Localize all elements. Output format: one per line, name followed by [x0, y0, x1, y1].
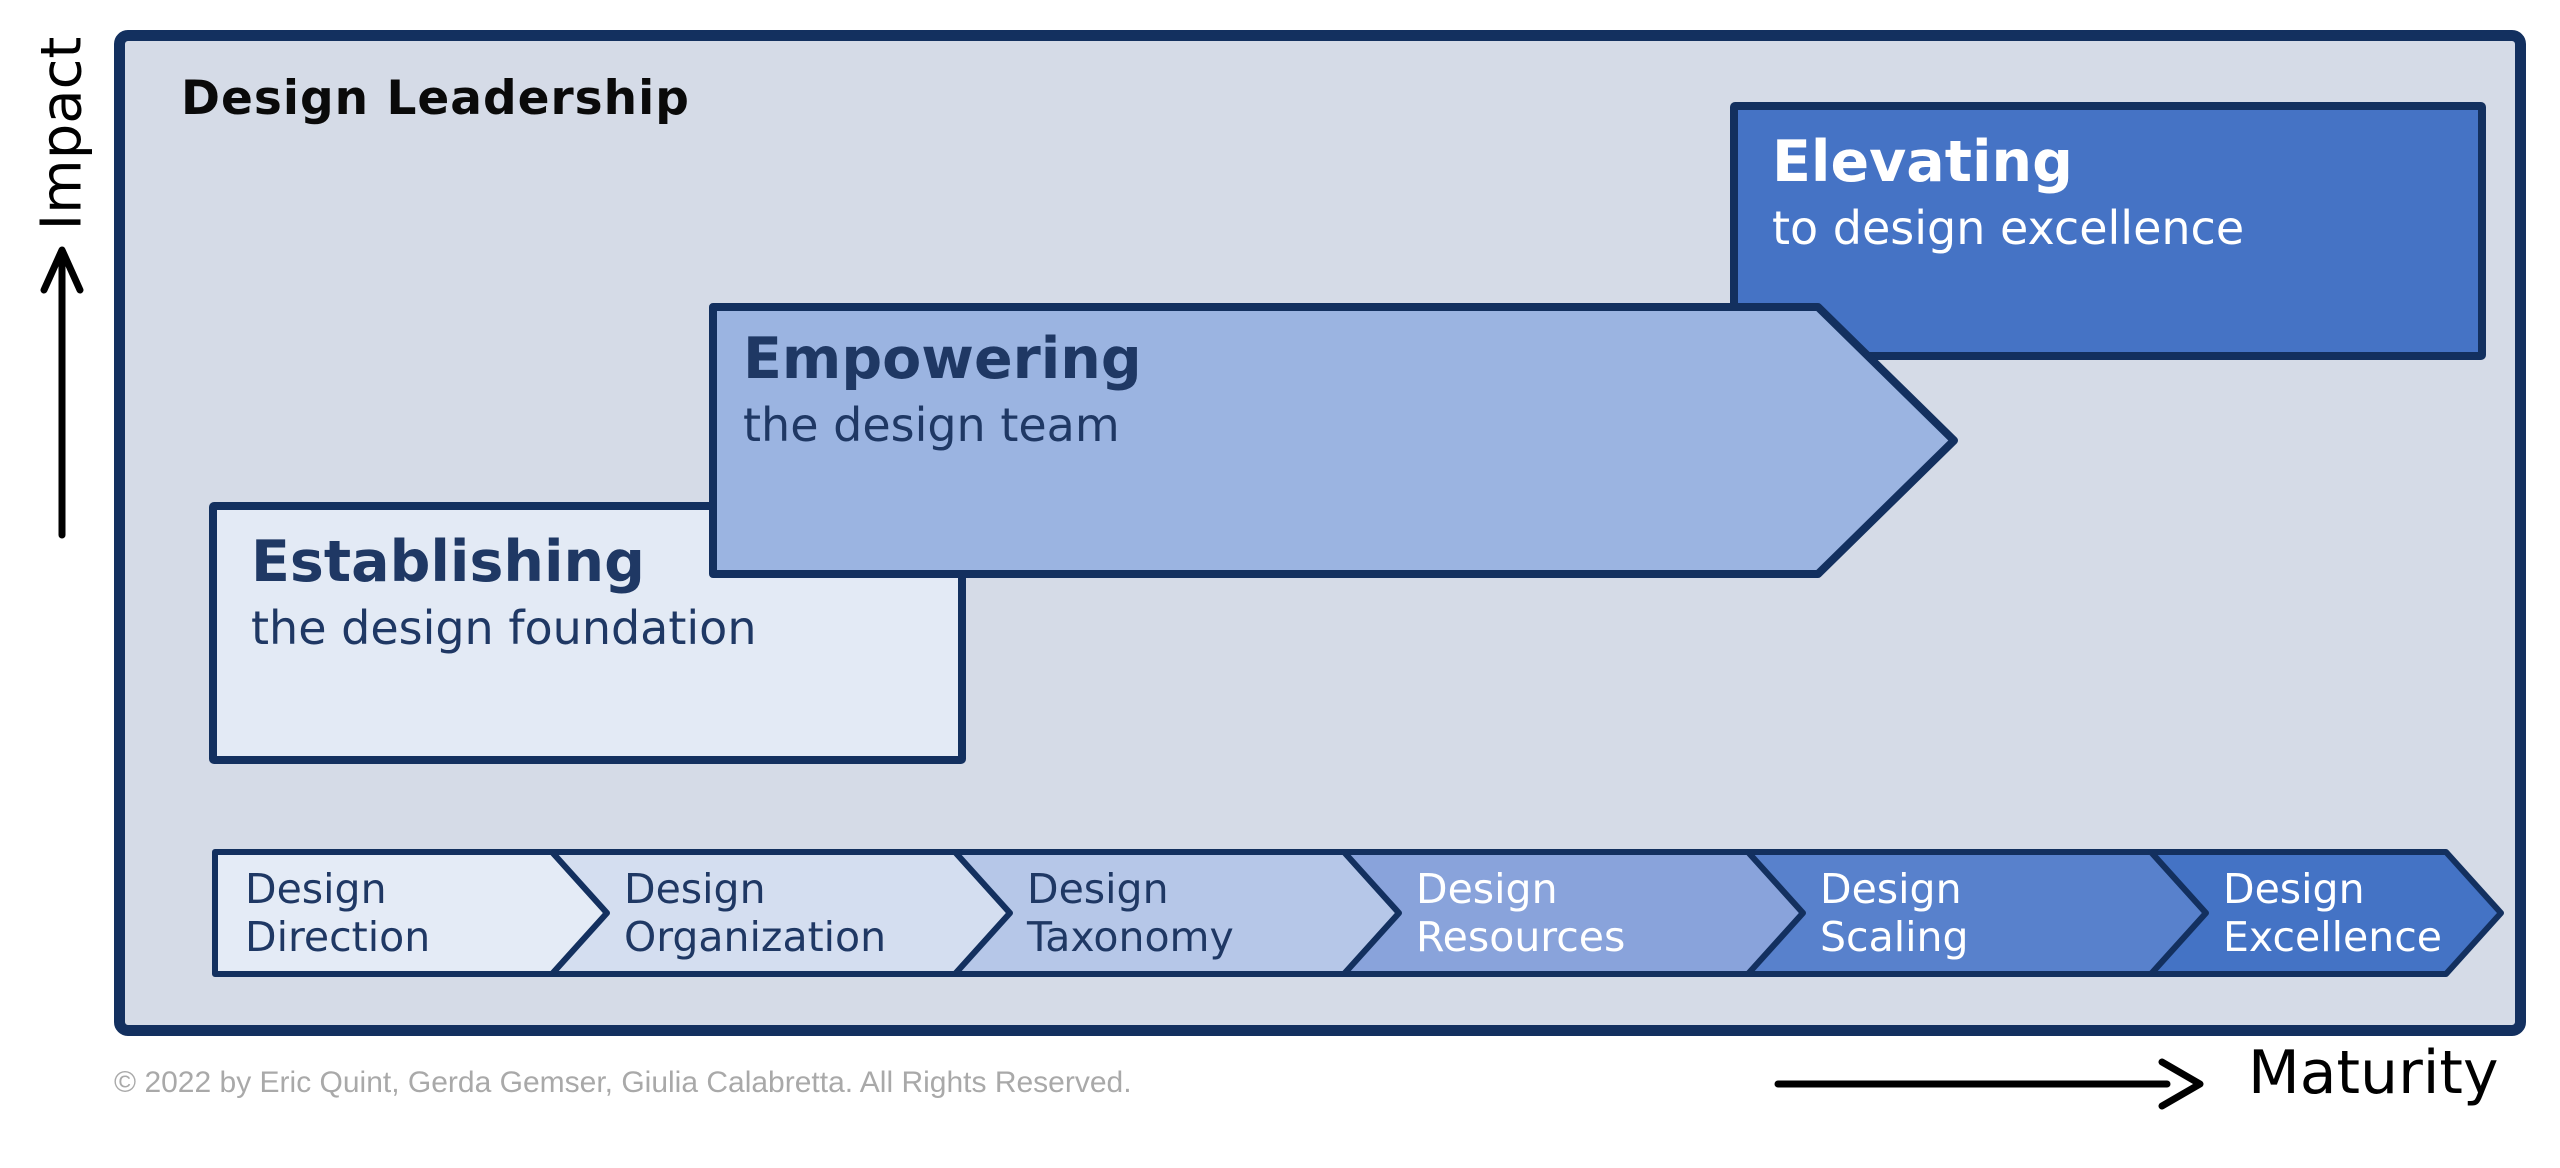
- impact-axis-text: Impact: [29, 36, 95, 230]
- phase-empowering-heading: Empowering: [743, 326, 1142, 392]
- impact-axis-label: Impact: [14, 28, 110, 238]
- phase-empowering-subheading: the design team: [743, 398, 1120, 453]
- maturity-axis-label: Maturity: [2248, 1038, 2499, 1108]
- step-label-line2: Taxonomy: [1026, 913, 1234, 961]
- step-label-line1: Design: [1820, 865, 1962, 913]
- phase-empowering-shape: [709, 303, 1958, 578]
- step-label-line1: Design: [624, 865, 766, 913]
- copyright-text: © 2022 by Eric Quint, Gerda Gemser, Giul…: [114, 1066, 1132, 1099]
- maturity-step: Design Excellence: [2148, 849, 2504, 977]
- step-label-line2: Resources: [1416, 913, 1625, 961]
- phase-elevating-text: Elevating to design excellence: [1772, 128, 2244, 258]
- step-label-line1: Design: [245, 865, 387, 913]
- phase-elevating-box: Elevating to design excellence: [1730, 102, 2486, 360]
- maturity-step: Design Taxonomy: [952, 849, 1402, 977]
- phase-empowering-box: Empowering the design team: [709, 303, 1958, 578]
- phase-establishing-text: Establishing the design foundation: [251, 528, 756, 658]
- maturity-step: Design Scaling: [1745, 849, 2209, 977]
- page-title: Design Leadership: [181, 71, 690, 126]
- step-label-line1: Design: [1416, 865, 1558, 913]
- phase-elevating-heading: Elevating: [1772, 129, 2073, 195]
- step-label-line1: Design: [1027, 865, 1169, 913]
- diagram-panel: Design Leadership Establishing the desig…: [114, 30, 2526, 1036]
- maturity-step: Design Direction: [212, 849, 610, 977]
- maturity-step: Design Resources: [1341, 849, 1806, 977]
- phase-empowering-text: Empowering the design team: [743, 325, 1142, 455]
- step-label-line2: Scaling: [1820, 913, 1969, 961]
- phase-establishing-heading: Establishing: [251, 529, 645, 595]
- phase-establishing-subheading: the design foundation: [251, 601, 757, 656]
- step-label-line2: Excellence: [2223, 913, 2442, 961]
- step-label-line2: Organization: [624, 913, 886, 961]
- impact-axis-arrow: [40, 246, 84, 539]
- maturity-steps-strip: Design Direction Design Organization Des…: [212, 849, 2504, 977]
- maturity-step: Design Organization: [549, 849, 1013, 977]
- step-label-line2: Direction: [245, 913, 430, 961]
- step-label-line1: Design: [2223, 865, 2365, 913]
- maturity-axis-arrow: [1774, 1058, 2204, 1110]
- phase-elevating-subheading: to design excellence: [1772, 201, 2245, 256]
